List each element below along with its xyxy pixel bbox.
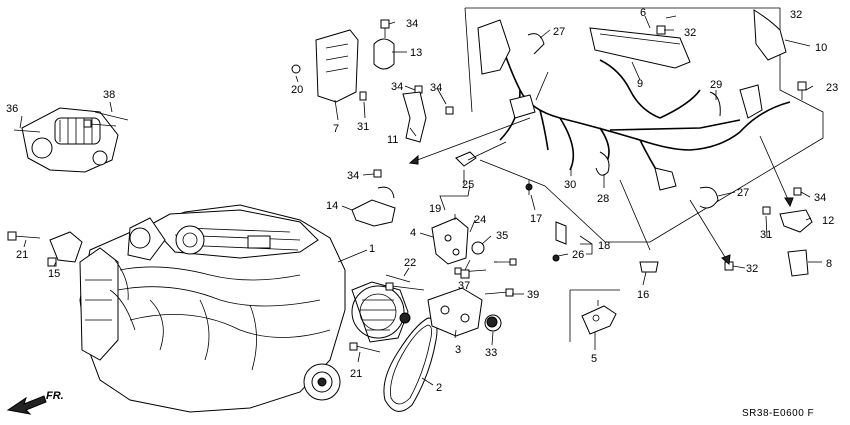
callout-1: 1 xyxy=(369,243,375,255)
callout-31-top: 31 xyxy=(357,121,369,133)
callout-4: 4 xyxy=(410,227,416,239)
callout-19: 19 xyxy=(429,203,441,215)
callout-9: 9 xyxy=(637,78,643,90)
engine-mount-bracket xyxy=(431,214,485,265)
leader-lines xyxy=(19,15,822,386)
callout-15: 15 xyxy=(48,268,60,280)
callout-6: 6 xyxy=(640,7,646,19)
callout-10: 10 xyxy=(815,42,827,54)
callout-22: 22 xyxy=(404,257,416,269)
callout-32-bottom-right: 32 xyxy=(746,263,758,275)
diagram-reference-code: SR38-E0600 F xyxy=(742,408,814,419)
callout-13: 13 xyxy=(410,47,422,59)
callout-12: 12 xyxy=(822,215,834,227)
callout-25: 25 xyxy=(462,179,474,191)
callout-38: 38 xyxy=(103,89,115,101)
callout-28: 28 xyxy=(597,193,609,205)
callout-31-right: 31 xyxy=(760,229,772,241)
callout-2: 2 xyxy=(436,382,442,394)
callout-7: 7 xyxy=(333,123,339,135)
callout-21-left: 21 xyxy=(16,249,28,261)
callout-30: 30 xyxy=(564,179,576,191)
callout-11: 11 xyxy=(387,134,398,146)
callout-14: 14 xyxy=(326,200,338,212)
callout-24: 24 xyxy=(474,214,486,226)
front-direction-arrow: FR. xyxy=(6,390,64,415)
callout-36: 36 xyxy=(6,103,18,115)
callout-labels: 1 2 3 4 5 6 7 8 9 10 11 12 13 14 15 16 1… xyxy=(6,7,838,394)
callout-5: 5 xyxy=(591,353,597,365)
callout-18: 18 xyxy=(598,240,610,252)
callout-34-mid-left: 34 xyxy=(347,170,359,182)
callout-27-top: 27 xyxy=(553,26,565,38)
callout-34-upper-mid: 34 xyxy=(430,82,442,94)
front-label: FR. xyxy=(46,390,64,402)
callout-8: 8 xyxy=(826,258,832,270)
callout-26: 26 xyxy=(572,249,584,261)
callout-37: 37 xyxy=(458,280,470,292)
starter-motor xyxy=(13,107,129,173)
callout-23: 23 xyxy=(826,82,838,94)
callout-21-bottom: 21 xyxy=(350,368,362,380)
callout-32-mid: 32 xyxy=(684,27,696,39)
callout-29: 29 xyxy=(710,79,722,91)
callout-3: 3 xyxy=(455,344,461,356)
callout-34-top: 34 xyxy=(406,18,418,30)
callout-35: 35 xyxy=(496,230,508,242)
misc-brackets xyxy=(47,186,470,283)
bolts xyxy=(7,19,807,353)
callout-32-top-right: 32 xyxy=(790,9,802,21)
detail-box-part-5 xyxy=(569,289,620,342)
callout-33: 33 xyxy=(485,347,497,359)
alternator xyxy=(351,281,411,343)
callout-27-right: 27 xyxy=(737,187,749,199)
upper-brackets xyxy=(315,29,427,143)
engine-block xyxy=(79,204,346,413)
callout-17: 17 xyxy=(530,213,542,225)
callout-39: 39 xyxy=(527,289,539,301)
wire-harness xyxy=(455,7,824,277)
callout-34-upper-left: 34 xyxy=(391,81,403,93)
callout-20: 20 xyxy=(291,84,303,96)
alternator-bracket xyxy=(427,287,502,337)
callout-16: 16 xyxy=(637,289,649,301)
callout-34-right: 34 xyxy=(814,192,826,204)
